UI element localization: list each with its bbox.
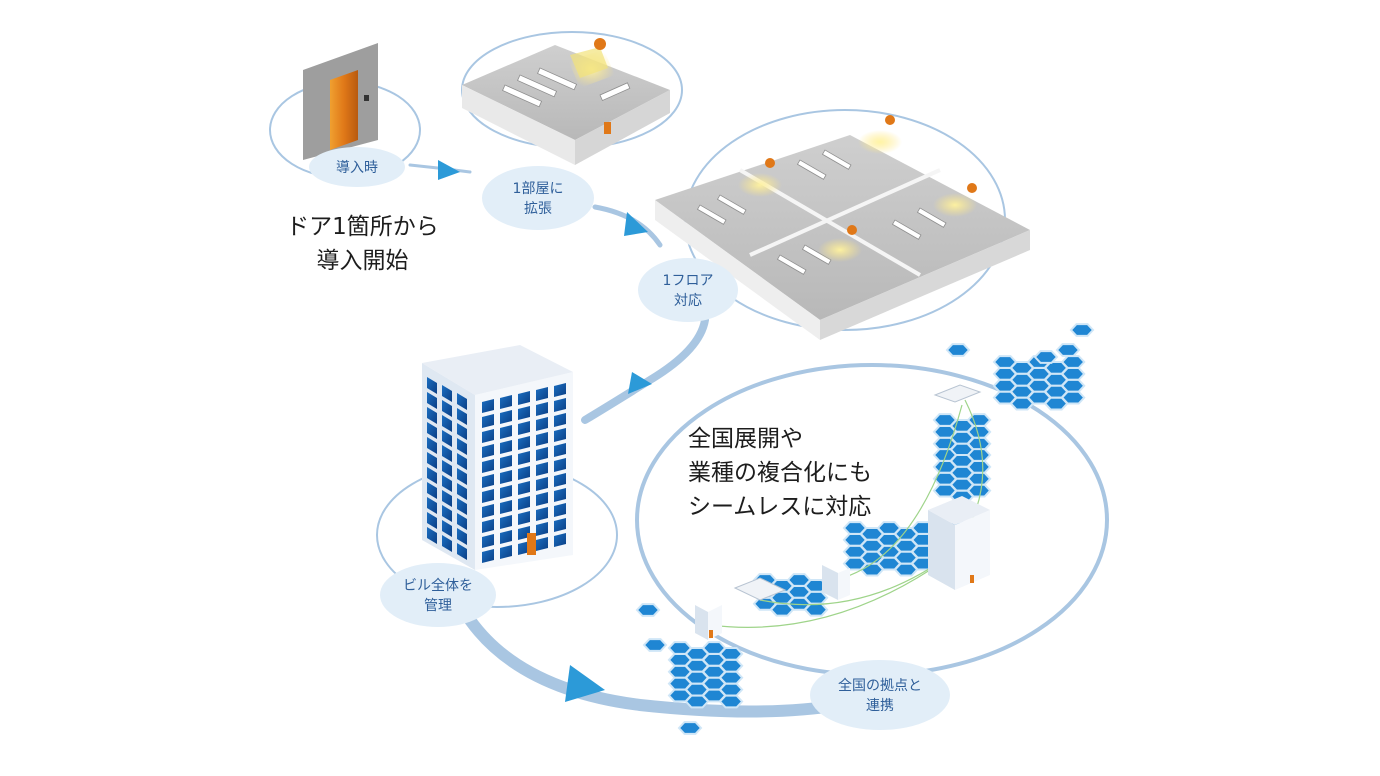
- floor-lights: [738, 130, 977, 262]
- flow-arrowheads: [438, 160, 652, 702]
- step3-label-line1: 1フロア: [663, 273, 714, 289]
- intro-caption-line1: ドア1箇所から: [286, 214, 439, 240]
- step4-badge: [380, 563, 496, 627]
- step5-label-line2: 連携: [866, 698, 894, 714]
- warehouse-icon: [933, 384, 982, 403]
- door-icon: [330, 70, 358, 150]
- camera-icon: [765, 158, 775, 168]
- office-building-icon: [822, 565, 850, 600]
- arrow-4-icon: [565, 665, 605, 702]
- nationwide-caption-line1: 全国展開や: [688, 426, 803, 452]
- floor-cameras: [765, 115, 977, 235]
- step5-nationwide-group: 全国の拠点と 連携: [635, 323, 1109, 735]
- step4-label-line1: ビル全体を: [403, 577, 473, 594]
- arrow-1-icon: [438, 160, 460, 180]
- step2-badge: [482, 166, 594, 230]
- nationwide-caption: 全国展開や 業種の複合化にも シームレスに対応: [688, 422, 928, 524]
- factory-icon: [733, 577, 787, 601]
- step3-badge: [638, 258, 738, 322]
- step3-floor-group: 1フロア 対応: [638, 109, 1030, 340]
- step1-badge: [309, 147, 405, 187]
- floor-desks: [696, 149, 947, 275]
- step4-building-group: ビル全体を 管理: [376, 345, 618, 627]
- step2-label-line2: 拡張: [524, 201, 552, 217]
- camera-icon: [847, 225, 857, 235]
- small-building-icon: [695, 605, 722, 640]
- room-desks: [502, 67, 631, 108]
- room-door-icon: [604, 122, 611, 134]
- step2-label-line1: 1部屋に: [513, 181, 564, 197]
- step5-badge: [810, 660, 950, 730]
- camera-icon: [967, 183, 977, 193]
- nationwide-caption-line3: シームレスに対応: [688, 494, 872, 520]
- step1-door-group: 導入時: [269, 43, 421, 187]
- step3-label-line2: 対応: [674, 293, 702, 309]
- flow-path: [408, 163, 846, 718]
- card-reader-icon: [364, 95, 369, 101]
- step4-label-line2: 管理: [424, 598, 452, 614]
- japan-hex-map: [635, 323, 1095, 735]
- arrow-3-icon: [628, 372, 652, 394]
- step2-room-group: 1部屋に 拡張: [461, 31, 683, 230]
- nationwide-caption-line2: 業種の複合化にも: [688, 460, 872, 486]
- building-door-icon: [527, 533, 536, 555]
- arrow-2-icon: [624, 212, 648, 236]
- step5-label-line1: 全国の拠点と: [838, 677, 922, 694]
- camera-icon: [594, 38, 606, 50]
- step1-label: 導入時: [336, 160, 378, 176]
- camera-icon: [885, 115, 895, 125]
- building-windows: [427, 377, 566, 563]
- intro-caption-line2: 導入開始: [316, 248, 409, 274]
- site-buildings: [695, 384, 990, 640]
- intro-caption: ドア1箇所から 導入開始: [280, 210, 445, 278]
- tall-building-icon: [928, 496, 990, 590]
